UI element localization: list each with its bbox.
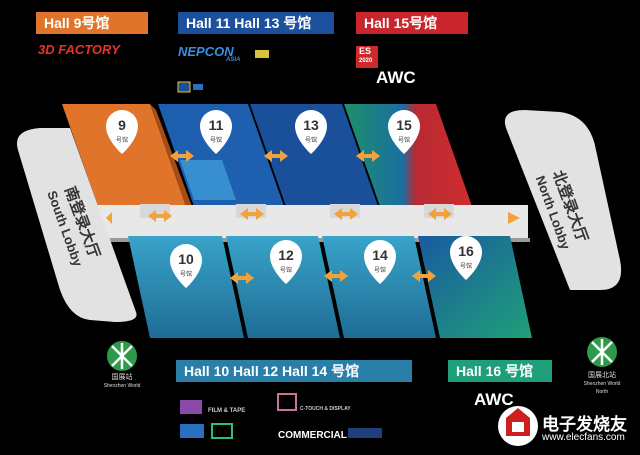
hall-14-number: 14 [372, 247, 388, 263]
double-arrow-icon [324, 270, 348, 282]
hall-10-number: 10 [178, 251, 194, 267]
exhibitor-icon [348, 428, 382, 438]
pin-hall-10 [170, 244, 202, 288]
pin-hall-14 [364, 240, 396, 284]
metro-left-en: Shenzhen World [103, 383, 141, 389]
exhibitor-icon [180, 400, 202, 414]
pin-hall-15 [388, 110, 420, 154]
metro-right-cn: 国展北站 [588, 372, 616, 379]
double-arrow-icon [240, 208, 264, 220]
hall-12-number: 12 [278, 247, 294, 263]
hall-13-number: 13 [303, 117, 319, 133]
hall-12-block[interactable] [226, 236, 340, 338]
hall-10-unit: 号馆 [180, 270, 192, 278]
hall-11-inner [180, 160, 236, 200]
logo-awc-bottom: AWC [474, 390, 514, 409]
hall-16-unit: 号馆 [460, 262, 472, 270]
double-arrow-icon [412, 270, 436, 282]
logo-commercial: COMMERCIAL [278, 430, 347, 441]
hall-9-side [150, 104, 194, 212]
double-arrow-icon [230, 272, 254, 284]
logo-3d-factory: 3D FACTORY [38, 42, 120, 57]
metro-icon-left [107, 341, 137, 371]
pin-hall-9 [106, 110, 138, 154]
metro-right-en2: North [595, 389, 609, 395]
hall-15-block[interactable] [344, 104, 474, 212]
exhibitor-icon [356, 46, 378, 68]
logo-awc-top: AWC [376, 68, 416, 87]
exhibitor-icon [277, 393, 297, 411]
south-lobby-shape[interactable] [16, 128, 137, 322]
metro-left-cn: 国展站 [111, 374, 133, 381]
logo-touch-display: C-TOUCH & DISPLAY [300, 406, 351, 412]
metro-left-label: 国展站 Shenzhen World [100, 374, 144, 390]
exhibitor-icon [193, 84, 203, 90]
double-arrow-icon [356, 150, 380, 162]
double-arrow-icon [428, 208, 452, 220]
metro-right-label: 国展北站 Shenzhen World North [578, 372, 626, 396]
elecfans-logo-icon [498, 406, 538, 446]
hall-11-number: 11 [209, 117, 224, 133]
hall-14-unit: 号馆 [374, 266, 386, 274]
double-arrow-icon [170, 150, 194, 162]
logo-nepcon-asia: ASIA [226, 57, 241, 63]
double-arrow-icon [148, 210, 172, 222]
pin-hall-11 [200, 110, 232, 154]
hall-15-unit: 号馆 [398, 136, 410, 144]
hall-9-block[interactable] [62, 104, 188, 212]
hall-13-block[interactable] [250, 104, 380, 212]
banner-hall-11-13: Hall 11 Hall 13 号馆 [178, 12, 334, 34]
double-arrow-icon [334, 208, 358, 220]
logo-nepcon: NEPCON [178, 44, 234, 59]
hall-9-unit: 号馆 [116, 136, 128, 144]
hall-16-number: 16 [458, 243, 474, 259]
double-arrow-icon [264, 150, 288, 162]
metro-icon-right [587, 337, 617, 367]
double-arrow-icon [106, 212, 112, 224]
exhibitor-icon [180, 424, 204, 438]
banner-hall-9: Hall 9号馆 [36, 12, 148, 34]
banner-hall-15: Hall 15号馆 [356, 12, 468, 34]
watermark-brand: 电子发烧友 [542, 415, 627, 435]
double-arrow-icon [508, 212, 520, 224]
pin-hall-12 [270, 240, 302, 284]
banner-hall-10-12-14: Hall 10 Hall 12 Hall 14 号馆 [176, 360, 412, 382]
north-lobby-shape[interactable] [504, 110, 622, 290]
logo-es-year: 2020 [359, 58, 373, 64]
logo-film-tape: FILM & TAPE [208, 408, 246, 414]
hall-11-unit: 号馆 [210, 136, 222, 144]
banner-hall-16: Hall 16 号馆 [448, 360, 552, 382]
exhibitor-icon [211, 423, 233, 439]
hall-14-block[interactable] [322, 236, 436, 338]
watermark-url: www.elecfans.com [542, 432, 625, 443]
logo-es: ES [359, 46, 372, 56]
pin-hall-13 [295, 110, 327, 154]
exhibitor-icon [177, 81, 191, 93]
central-corridor [96, 205, 528, 240]
hall-13-unit: 号馆 [305, 136, 317, 144]
hall-16-block[interactable] [418, 236, 532, 338]
metro-right-en: Shenzhen World [583, 381, 621, 387]
exhibitor-icon [255, 50, 269, 58]
hall-9-number: 9 [118, 117, 126, 133]
pin-hall-16 [450, 236, 482, 280]
hall-15-number: 15 [396, 117, 412, 133]
hall-12-unit: 号馆 [280, 266, 292, 274]
